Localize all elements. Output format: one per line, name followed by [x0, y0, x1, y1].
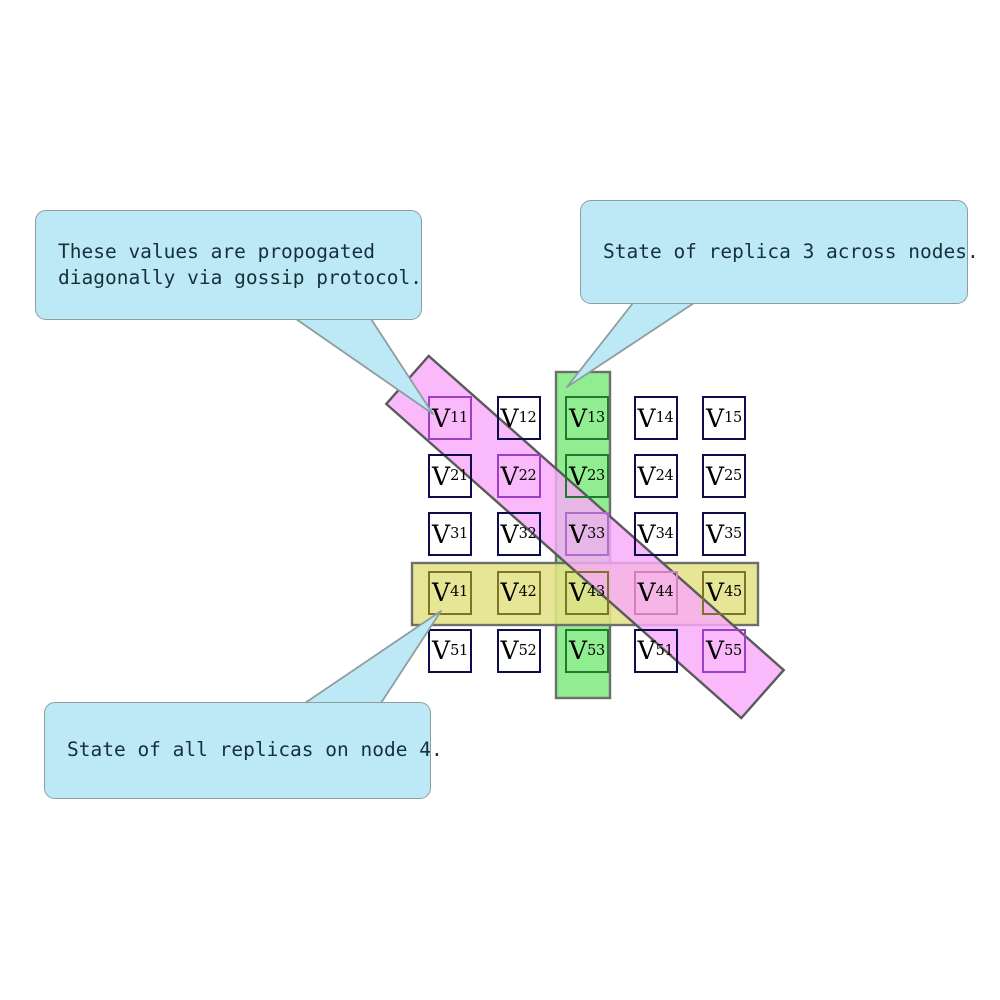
- callout-gossip-note[interactable]: These values are propogated diagonally v…: [35, 210, 422, 320]
- node4-note-tail: [304, 610, 442, 704]
- cell-subscript: 55: [724, 642, 742, 659]
- cell-symbol: V: [569, 519, 588, 549]
- callout-node4-note-text: State of all replicas on node 4.: [67, 738, 443, 762]
- cell-subscript: 22: [518, 467, 537, 484]
- cell-subscript: 33: [587, 526, 605, 543]
- cell-symbol: V: [432, 636, 451, 666]
- cell-subscript: 35: [724, 526, 742, 543]
- cell-symbol: V: [637, 578, 656, 608]
- cell-subscript: 42: [518, 584, 537, 601]
- cell-symbol: V: [569, 636, 588, 666]
- cell-subscript: 34: [655, 526, 674, 543]
- cell-subscript: 31: [450, 526, 468, 543]
- cell-subscript: 45: [724, 584, 742, 601]
- cell-symbol: V: [432, 403, 451, 433]
- cell-symbol: V: [637, 519, 656, 549]
- cell-symbol: V: [569, 403, 588, 433]
- cell-symbol: V: [706, 519, 725, 549]
- cell-subscript: 24: [655, 467, 674, 484]
- cell-symbol: V: [500, 519, 519, 549]
- callout-replica3-note-text: State of replica 3 across nodes.: [603, 239, 979, 263]
- gossip-note-tail: [295, 318, 434, 415]
- cell-subscript: 43: [587, 584, 605, 601]
- cell-symbol: V: [637, 636, 656, 666]
- cell-subscript: 15: [724, 409, 742, 426]
- callout-node4-note[interactable]: State of all replicas on node 4.: [44, 702, 443, 799]
- cell-symbol: V: [432, 578, 451, 608]
- cell-symbol: V: [500, 461, 519, 491]
- cell-subscript: 51: [450, 642, 468, 659]
- cell-subscript: 53: [587, 642, 605, 659]
- cell-subscript: 44: [655, 584, 674, 601]
- cell-subscript: 32: [518, 526, 537, 543]
- cell-symbol: V: [432, 519, 451, 549]
- cell-subscript: 14: [655, 409, 674, 426]
- cell-symbol: V: [706, 636, 725, 666]
- cell-symbol: V: [432, 461, 451, 491]
- cell-symbol: V: [500, 636, 519, 666]
- cell-subscript: 51: [655, 642, 674, 659]
- cell-subscript: 21: [450, 467, 468, 484]
- cell-subscript: 13: [587, 409, 605, 426]
- cell-subscript: 41: [450, 584, 468, 601]
- cell-symbol: V: [569, 578, 588, 608]
- cell-subscript: 12: [518, 409, 537, 426]
- cell-symbol: V: [706, 461, 725, 491]
- cell-symbol: V: [706, 578, 725, 608]
- replica3-note-tail: [566, 302, 695, 388]
- cell-symbol: V: [569, 461, 588, 491]
- cell-symbol: V: [637, 461, 656, 491]
- cell-symbol: V: [637, 403, 656, 433]
- callout-gossip-note-text: These values are propogated diagonally v…: [58, 239, 422, 289]
- callout-replica3-note[interactable]: State of replica 3 across nodes.: [580, 200, 979, 304]
- cell-subscript: 11: [450, 409, 468, 426]
- cell-subscript: 25: [724, 467, 742, 484]
- cell-subscript: 23: [587, 467, 605, 484]
- cell-symbol: V: [500, 578, 519, 608]
- cell-subscript: 52: [518, 642, 537, 659]
- cell-symbol: V: [500, 403, 519, 433]
- cell-symbol: V: [706, 403, 725, 433]
